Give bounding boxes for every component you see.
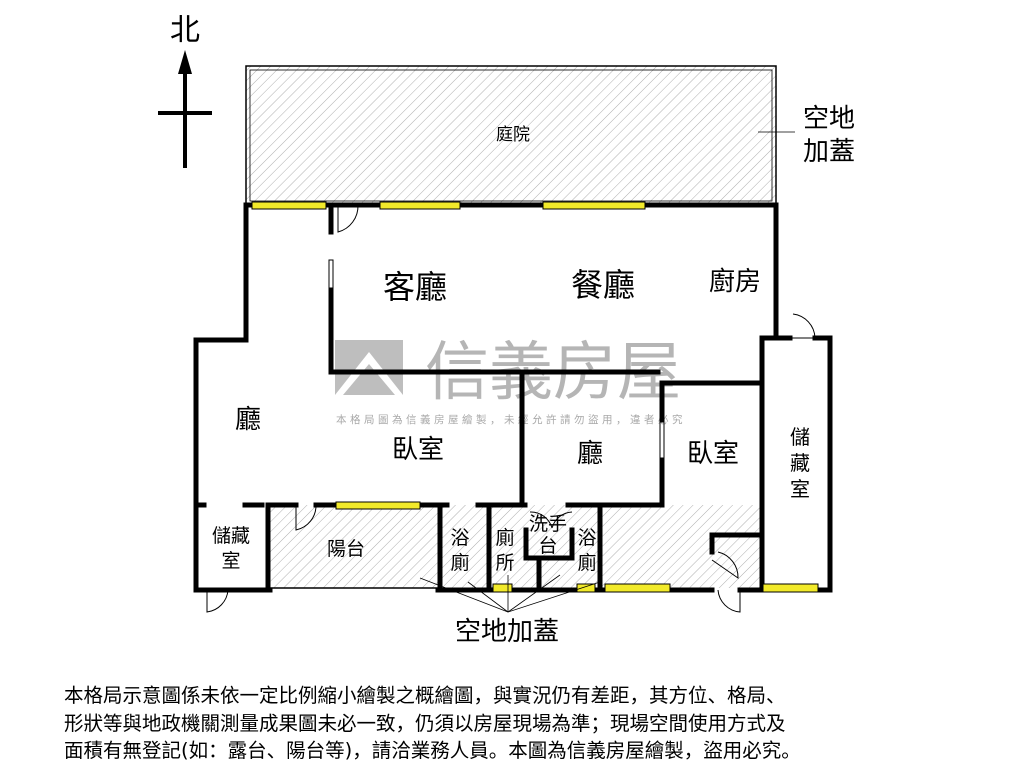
label-storage-right-2: 藏 — [790, 451, 810, 475]
label-washbasin-a: 洗手 — [529, 513, 567, 535]
label-balcony: 陽台 — [327, 538, 365, 560]
leader-lines — [419, 131, 795, 613]
label-storage-right-3: 室 — [790, 477, 810, 501]
label-courtyard-note-1: 空地 — [803, 104, 855, 134]
courtyard-area — [245, 65, 777, 206]
disclaimer-line: 本格局示意圖係未依一定比例縮小繪製之概繪圖，與實況仍有差距，其方位、格局、 — [64, 684, 786, 707]
label-dining-room: 餐廳 — [571, 266, 635, 304]
label-bath-2-a: 浴 — [577, 527, 596, 549]
label-bath-1-a: 浴 — [450, 527, 469, 549]
balcony-area — [270, 505, 438, 588]
label-bath-1-b: 廁 — [450, 551, 469, 574]
label-storage-right-1: 儲 — [790, 425, 810, 449]
label-living-room: 客廳 — [383, 268, 447, 306]
label-storage-left-2: 室 — [221, 550, 240, 572]
label-bottom-note: 空地加蓋 — [455, 617, 559, 647]
label-toilet-a: 廁 — [495, 526, 514, 549]
label-hall-left: 廳 — [235, 405, 261, 435]
label-toilet-b: 所 — [495, 552, 514, 574]
label-courtyard-note-2: 加蓋 — [803, 137, 855, 167]
brand-logo — [335, 340, 403, 395]
label-kitchen: 廚房 — [709, 267, 761, 297]
disclaimer-line: 面積有無登記(如：露台、陽台等)，請洽業務人員。本圖為信義房屋繪製，盜用必究。 — [64, 739, 801, 762]
label-washbasin-b: 台 — [538, 535, 557, 557]
doors — [206, 202, 816, 613]
windows — [251, 201, 819, 593]
label-storage-left-1: 儲藏 — [212, 525, 250, 547]
label-courtyard: 庭院 — [496, 125, 530, 145]
label-bedroom-2: 臥室 — [687, 439, 739, 469]
label-hall-center: 廳 — [577, 439, 603, 469]
disclaimer: 本格局示意圖係未依一定比例縮小繪製之概繪圖，與實況仍有差距，其方位、格局、 形狀… — [64, 682, 984, 765]
north-arrow-icon — [158, 50, 212, 168]
label-bedroom-1: 臥室 — [392, 435, 444, 465]
disclaimer-line: 形狀等與地政機關測量成果圖未必一致，仍須以房屋現場為準；現場空間使用方式及 — [64, 711, 786, 735]
label-bath-2-b: 廁 — [577, 551, 596, 574]
watermark-notice: 本格局圖為信義房屋繪製，未經允許請勿盜用，違者必究 — [336, 413, 686, 426]
north-label: 北 — [170, 13, 200, 48]
